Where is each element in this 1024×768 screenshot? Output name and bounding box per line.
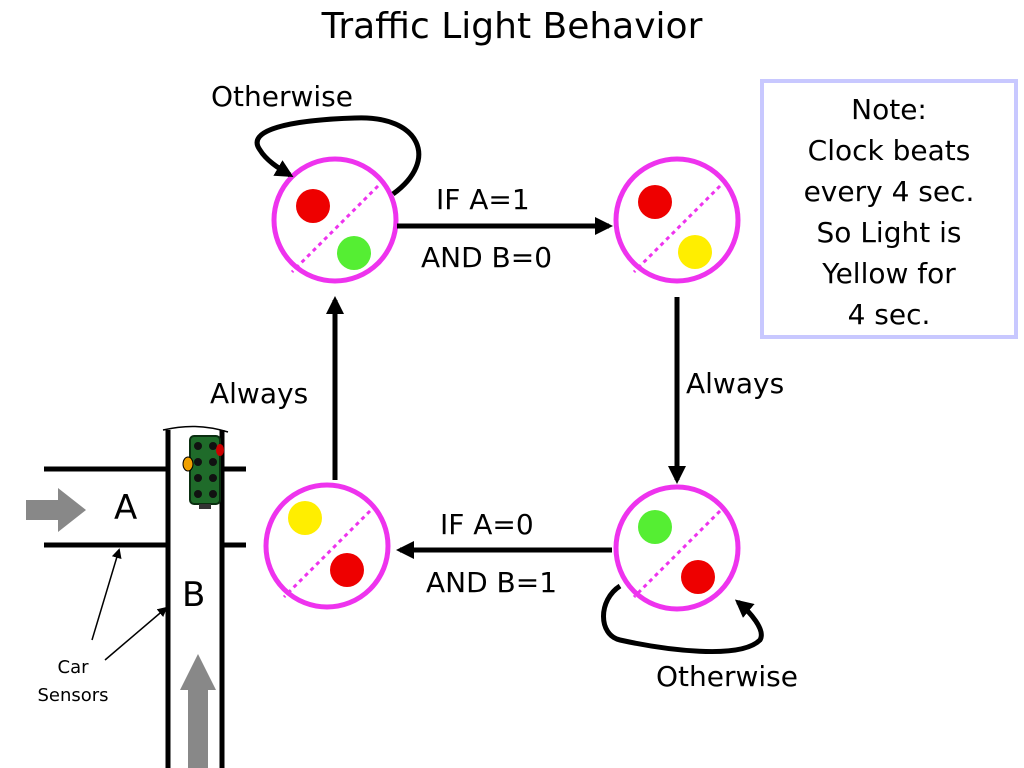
lane-a-arrow	[26, 488, 86, 532]
intersection-roads	[44, 430, 246, 768]
note-line: Note:	[851, 93, 927, 126]
label-bottom-self-loop: Otherwise	[656, 660, 798, 693]
label-bottom-condition-2: AND B=1	[426, 566, 558, 599]
note-box: Note: Clock beats every 4 sec. So Light …	[760, 79, 1018, 339]
state-a-red-b-yellow	[613, 156, 741, 284]
label-right-always: Always	[686, 367, 785, 400]
lane-b-label: B	[182, 575, 206, 615]
sensor-pointers	[91, 548, 168, 661]
note-line: Yellow for	[822, 257, 956, 290]
traffic-light-icon	[162, 425, 229, 509]
state-a-green-b-red	[613, 484, 741, 612]
red-light	[638, 185, 672, 219]
sensor-label-line: Sensors	[37, 685, 109, 706]
note-line: every 4 sec.	[803, 175, 975, 208]
note-line: Clock beats	[807, 134, 971, 167]
note-line: So Light is	[816, 216, 962, 249]
page-title: Traffic Light Behavior	[321, 6, 703, 47]
state-a-yellow-b-red	[263, 482, 391, 610]
state-a-red-b-green	[271, 156, 399, 284]
label-left-always: Always	[210, 377, 309, 410]
label-top-condition-1: IF A=1	[436, 183, 530, 216]
red-light	[681, 560, 715, 594]
note-line: 4 sec.	[847, 298, 931, 331]
arrow-top-self-loop	[254, 115, 422, 197]
red-light	[296, 189, 330, 223]
sensor-label-line: Car	[57, 657, 89, 678]
car-sensors-label: Car Sensors	[28, 654, 118, 710]
arrow-bottom-self-loop	[601, 583, 764, 654]
yellow-light	[288, 501, 322, 535]
lane-a-label: A	[114, 488, 138, 528]
red-light	[330, 553, 364, 587]
green-light	[337, 236, 371, 270]
label-bottom-condition-1: IF A=0	[440, 508, 534, 541]
label-top-condition-2: AND B=0	[421, 241, 553, 274]
green-light	[638, 510, 672, 544]
label-top-self-loop: Otherwise	[211, 80, 353, 113]
yellow-light	[678, 235, 712, 269]
lane-b-arrow	[180, 654, 216, 768]
